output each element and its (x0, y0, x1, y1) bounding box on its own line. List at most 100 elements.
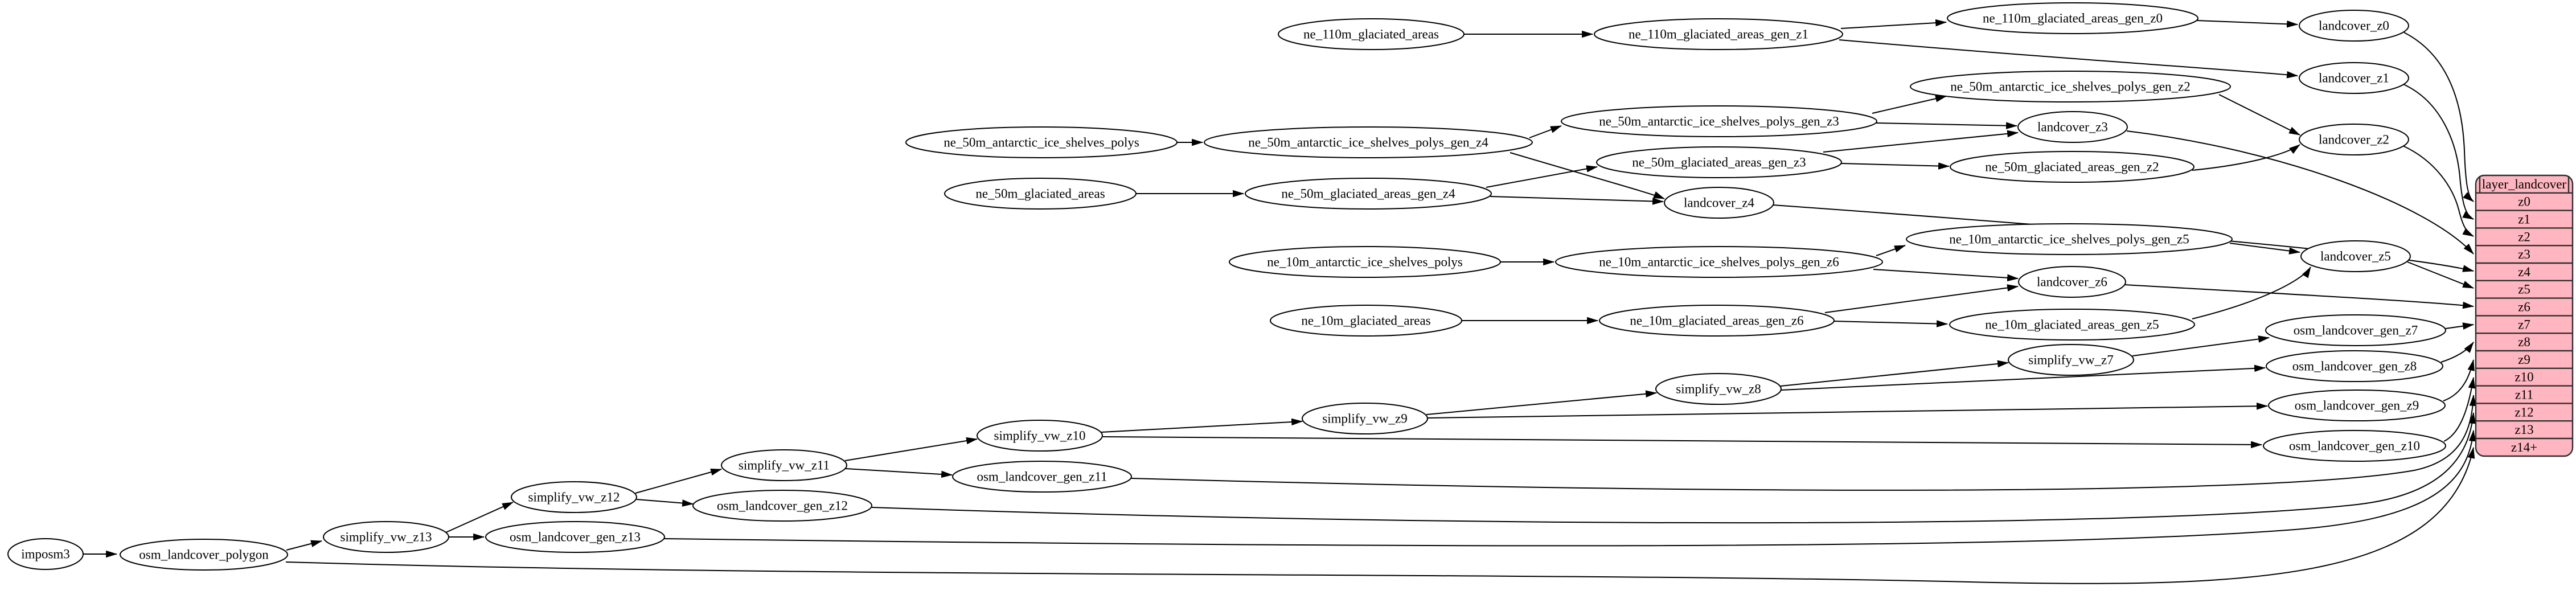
svg-text:landcover_z3: landcover_z3 (2037, 120, 2108, 134)
edge-gl_gen_z3-landcover_z3 (1823, 130, 2019, 153)
svg-text:landcover_z0: landcover_z0 (2319, 19, 2389, 33)
table-row-z14plus: z14+ (2511, 440, 2537, 454)
node-ne_10m_glaciated_areas: ne_10m_glaciated_areas (1270, 305, 1462, 337)
node-landcover_z5: landcover_z5 (2300, 240, 2411, 272)
node-osm_landcover_gen_z8: osm_landcover_gen_z8 (2266, 350, 2443, 382)
edge-osm_landcover_gen_z8-row-z8 (2440, 342, 2474, 363)
svg-text:ne_110m_glaciated_areas_gen_z0: ne_110m_glaciated_areas_gen_z0 (1983, 11, 2163, 26)
table-row-z11: z11 (2515, 388, 2533, 402)
edge-osm_landcover_gen_z12-row-z12 (871, 412, 2476, 524)
edge-gl_gen_z4-gl_gen_z3 (1486, 165, 1598, 188)
edge-simplify_vw_z10-osm_landcover_gen_z10 (1102, 436, 2263, 449)
edge-gl_gen_z6-landcover_z6 (1824, 284, 2019, 313)
edge-ant_gen_z5-landcover_z5 (2229, 243, 2301, 255)
node-ne_50m_glaciated_areas_gen_z3: ne_50m_glaciated_areas_gen_z3 (1596, 146, 1842, 178)
edge-gl_gen_z4-landcover_z4 (1490, 196, 1664, 205)
edge-gl_gen_z6-gl_gen_z5 (1833, 320, 1949, 327)
table-row-z13: z13 (2515, 423, 2533, 437)
edge-osm_landcover_polygon-row-z14 (285, 446, 2475, 584)
node-ne_10m_glaciated_areas_gen_z5: ne_10m_glaciated_areas_gen_z5 (1949, 309, 2195, 341)
edge-simplify_vw_z7-osm_landcover_gen_z7 (2132, 335, 2270, 356)
edge-simplify_vw_z12-simplify_vw_z11 (635, 468, 723, 494)
edge-simplify_vw_z13-simplify_vw_z12 (445, 502, 514, 533)
svg-text:ne_50m_antarctic_ice_shelves_p: ne_50m_antarctic_ice_shelves_polys_gen_z… (1599, 114, 1839, 129)
node-landcover_z6: landcover_z6 (2018, 266, 2126, 298)
svg-text:simplify_vw_z12: simplify_vw_z12 (528, 490, 620, 505)
svg-text:simplify_vw_z13: simplify_vw_z13 (341, 530, 432, 544)
svg-text:osm_landcover_gen_z11: osm_landcover_gen_z11 (977, 470, 1107, 484)
node-osm_landcover_gen_z10: osm_landcover_gen_z10 (2263, 430, 2446, 462)
table-row-z10: z10 (2515, 370, 2533, 384)
edge-ant_gen_z4-ant_gen_z3 (1529, 125, 1562, 138)
edge-landcover_z1-row-z1 (2403, 84, 2474, 220)
node-landcover_z2: landcover_z2 (2299, 124, 2409, 155)
svg-text:ne_10m_antarctic_ice_shelves_p: ne_10m_antarctic_ice_shelves_polys (1267, 255, 1463, 269)
svg-text:imposm3: imposm3 (21, 547, 70, 561)
svg-text:ne_10m_glaciated_areas_gen_z5: ne_10m_glaciated_areas_gen_z5 (1985, 318, 2159, 332)
edge-gen_z1-landcover_z1 (1839, 39, 2299, 79)
svg-text:ne_10m_glaciated_areas: ne_10m_glaciated_areas (1301, 314, 1430, 328)
table-row-z2: z2 (2518, 229, 2530, 244)
svg-text:landcover_z5: landcover_z5 (2320, 249, 2391, 264)
svg-text:ne_50m_glaciated_areas: ne_50m_glaciated_areas (975, 187, 1105, 201)
node-ne_50m_antarctic_ice_shelves_polys: ne_50m_antarctic_ice_shelves_polys (905, 126, 1178, 158)
node-ne_110m_glaciated_areas: ne_110m_glaciated_areas (1278, 18, 1465, 50)
edge-simplify_vw_z10-simplify_vw_z9 (1101, 418, 1303, 433)
nodes: imposm3 osm_landcover_polygon simplify_v… (7, 2, 2446, 571)
node-osm_landcover_gen_z7: osm_landcover_gen_z7 (2265, 314, 2446, 346)
edge-simplify_vw_z8-osm_landcover_gen_z8 (1781, 364, 2266, 391)
edge-gl_gen_z2-landcover_z2 (2192, 144, 2300, 171)
edge-osm_landcover_polygon-simplify_vw_z13 (286, 540, 323, 551)
table-row-z0: z0 (2518, 195, 2530, 209)
svg-text:landcover_z6: landcover_z6 (2037, 275, 2107, 289)
edge-osm_landcover_gen_z9-row-z9 (2443, 359, 2475, 401)
edge-ant_gen_z3-ant_gen_z2 (1872, 95, 1947, 114)
svg-text:simplify_vw_z7: simplify_vw_z7 (2028, 353, 2114, 367)
svg-text:osm_landcover_gen_z10: osm_landcover_gen_z10 (2289, 439, 2420, 453)
svg-text:simplify_vw_z8: simplify_vw_z8 (1676, 382, 1761, 396)
edge-osm_landcover_gen_z10-row-z10 (2443, 376, 2476, 442)
svg-text:ne_50m_antarctic_ice_shelves_p: ne_50m_antarctic_ice_shelves_polys (944, 136, 1139, 150)
node-ne_10m_antarctic_ice_shelves_polys_gen_z6: ne_10m_antarctic_ice_shelves_polys_gen_z… (1555, 246, 1883, 278)
node-landcover_z1: landcover_z1 (2299, 62, 2409, 94)
svg-text:ne_110m_glaciated_areas: ne_110m_glaciated_areas (1303, 27, 1439, 42)
svg-text:simplify_vw_z11: simplify_vw_z11 (739, 458, 830, 473)
node-osm_landcover_polygon: osm_landcover_polygon (120, 539, 288, 571)
svg-text:ne_110m_glaciated_areas_gen_z1: ne_110m_glaciated_areas_gen_z1 (1629, 27, 1808, 42)
node-ne_50m_antarctic_ice_shelves_polys_gen_z2: ne_50m_antarctic_ice_shelves_polys_gen_z… (1910, 71, 2231, 102)
svg-text:ne_50m_glaciated_areas_gen_z2: ne_50m_glaciated_areas_gen_z2 (1985, 160, 2159, 174)
table-row-z3: z3 (2518, 247, 2530, 261)
svg-text:osm_landcover_gen_z8: osm_landcover_gen_z8 (2292, 359, 2417, 374)
table-row-z9: z9 (2518, 352, 2530, 367)
node-simplify_vw_z10: simplify_vw_z10 (977, 420, 1103, 452)
edge-gen_z0-landcover_z0 (2196, 20, 2299, 28)
node-simplify_vw_z8: simplify_vw_z8 (1655, 373, 1782, 405)
svg-text:simplify_vw_z9: simplify_vw_z9 (1322, 412, 1408, 426)
svg-text:osm_landcover_gen_z13: osm_landcover_gen_z13 (510, 530, 641, 544)
edge-simplify_vw_z11-simplify_vw_z10 (844, 437, 978, 461)
svg-text:ne_50m_glaciated_areas_gen_z4: ne_50m_glaciated_areas_gen_z4 (1281, 187, 1455, 201)
node-ne_110m_glaciated_areas_gen_z1: ne_110m_glaciated_areas_gen_z1 (1594, 18, 1843, 50)
table-row-z12: z12 (2515, 405, 2533, 419)
node-ne_50m_antarctic_ice_shelves_polys_gen_z3: ne_50m_antarctic_ice_shelves_polys_gen_z… (1561, 105, 1877, 137)
svg-text:ne_50m_glaciated_areas_gen_z3: ne_50m_glaciated_areas_gen_z3 (1632, 155, 1806, 170)
edge-landcover_z5-row-z5 (2407, 261, 2474, 289)
edge-osm_landcover_gen_z11-row-z11 (1130, 394, 2477, 491)
edge-gen_z1-gen_z0 (1840, 19, 1947, 29)
svg-text:simplify_vw_z10: simplify_vw_z10 (994, 429, 1086, 443)
node-ne_50m_glaciated_areas: ne_50m_glaciated_areas (944, 178, 1137, 210)
node-imposm3: imposm3 (7, 538, 84, 570)
table-row-z6: z6 (2518, 300, 2530, 314)
svg-text:ne_50m_antarctic_ice_shelves_p: ne_50m_antarctic_ice_shelves_polys_gen_z… (1248, 136, 1488, 150)
layer-landcover-table: layer_landcover z0 z1 z2 z3 z4 z5 z6 z7 … (2475, 174, 2574, 457)
table-row-z7: z7 (2518, 317, 2530, 331)
table-row-z8: z8 (2518, 335, 2530, 349)
edge-ant_gen_z6-landcover_z6 (1873, 269, 2019, 282)
edge-ant_gen_z6-ant_gen_z5 (1876, 245, 1906, 256)
node-landcover_z4: landcover_z4 (1664, 187, 1774, 219)
edge-ant_gen_z4-landcover_z4 (1509, 152, 1665, 199)
svg-text:ne_10m_antarctic_ice_shelves_p: ne_10m_antarctic_ice_shelves_polys_gen_z… (1949, 232, 2189, 247)
node-ne_50m_glaciated_areas_gen_z4: ne_50m_glaciated_areas_gen_z4 (1245, 178, 1492, 210)
svg-text:osm_landcover_polygon: osm_landcover_polygon (139, 548, 269, 562)
svg-text:landcover_z1: landcover_z1 (2319, 71, 2389, 85)
